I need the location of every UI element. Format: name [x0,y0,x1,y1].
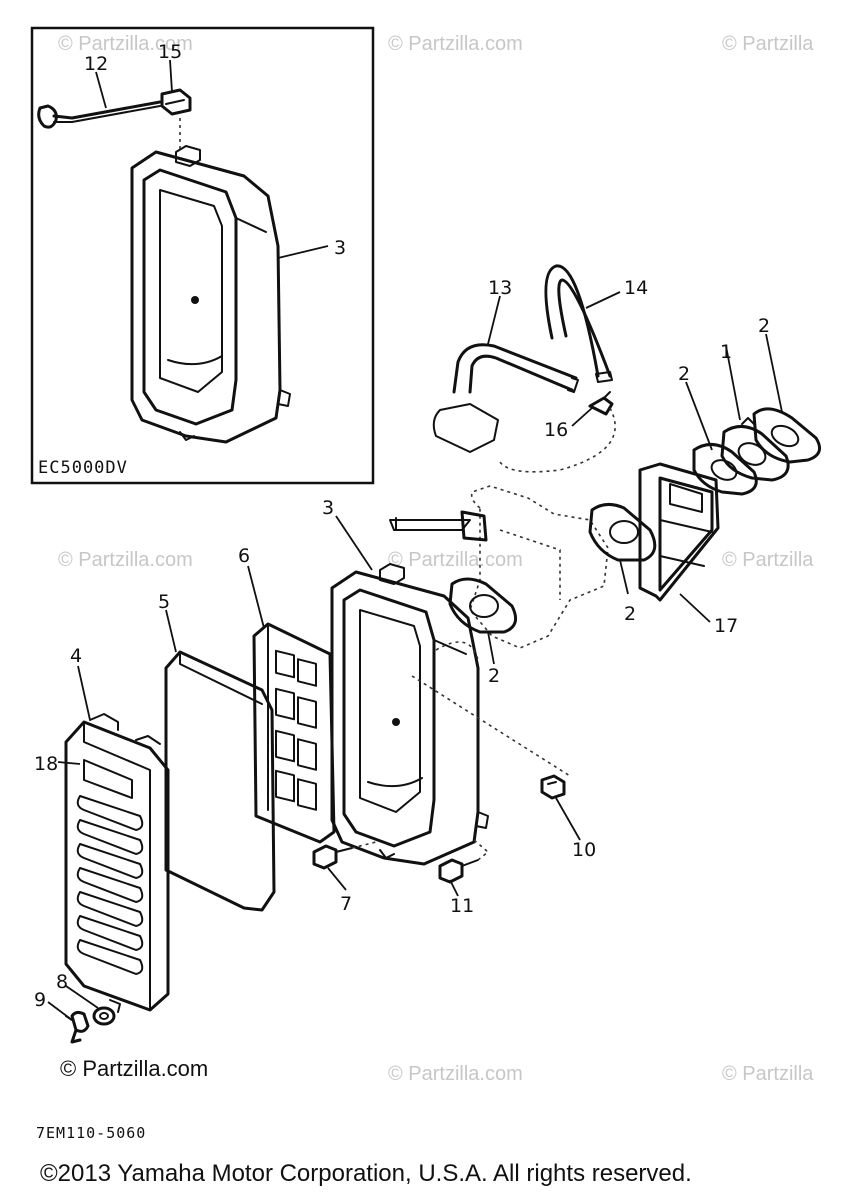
callout-label: 15 [158,41,182,63]
partzilla-copyright: © Partzilla.com [60,1056,209,1081]
fitting-part [432,391,616,473]
yamaha-copyright: ©2013 Yamaha Motor Corporation, U.S.A. A… [40,1160,692,1187]
callout-label: 10 [572,839,596,861]
callout-label: 12 [84,53,108,75]
nut-part [411,675,571,800]
inset-case-part [130,118,291,444]
callout-label: 1 [720,341,732,363]
hose-part [544,264,613,383]
gasket-part [752,407,822,464]
gasket-part [448,577,518,634]
insulator-part [720,417,790,482]
filter-element-part [164,650,276,912]
washer-part [92,1006,116,1026]
callout-label: 9 [34,989,46,1011]
gasket-part [692,443,758,496]
callout-label: 11 [450,895,474,917]
air-cleaner-case-part [330,563,489,866]
callout-label: 18 [34,753,58,775]
watermark: © Partzilla.com [388,33,523,55]
diagram-code: 7EM110-5060 [36,1124,147,1142]
element-holder-part [252,622,336,844]
bolt-part [438,839,490,884]
callout-label: 3 [334,237,346,259]
wing-nut-part [65,1010,90,1044]
callout-label: 16 [544,419,568,441]
carburetor-part [389,485,609,649]
callout-label: 2 [624,603,636,625]
cover-slots [76,795,144,975]
callout-label: 3 [322,497,334,519]
watermark: © Partzilla.com [388,1063,523,1085]
callout-label: 5 [158,591,170,613]
bolt-part [312,841,377,870]
callout-label: 6 [238,545,250,567]
watermark: © Partzilla.com [58,33,193,55]
callout-label: 2 [758,315,770,337]
callout-label: 2 [488,665,500,687]
callout-labels: 12 15 3 13 14 2 1 2 2 16 3 6 5 2 2 17 4 … [34,41,770,1011]
air-cleaner-cover-part [64,713,170,1013]
leader-lines [47,59,783,1021]
callout-label: 4 [70,645,82,667]
watermark: © Partzilla [722,33,814,55]
cap-part [160,88,192,116]
inset-frame [30,26,375,485]
watermark: © Partzilla.com [58,549,193,571]
watermark: © Partzilla [722,1063,814,1085]
callout-label: 13 [488,277,512,299]
callout-label: 14 [624,277,648,299]
inset-model-label: EC5000DV [38,458,128,478]
callout-label: 8 [56,971,68,993]
callout-label: 2 [678,363,690,385]
watermark: © Partzilla.com [388,549,523,571]
gasket-part [588,503,657,562]
callout-label: 17 [714,615,738,637]
plate-part [638,462,720,602]
dipstick-part [37,100,162,129]
watermark: © Partzilla [722,549,814,571]
watermark-layer: © Partzilla.com © Partzilla.com © Partzi… [58,33,814,1085]
callout-label: 7 [340,893,352,915]
breather-hose-part [452,343,579,394]
